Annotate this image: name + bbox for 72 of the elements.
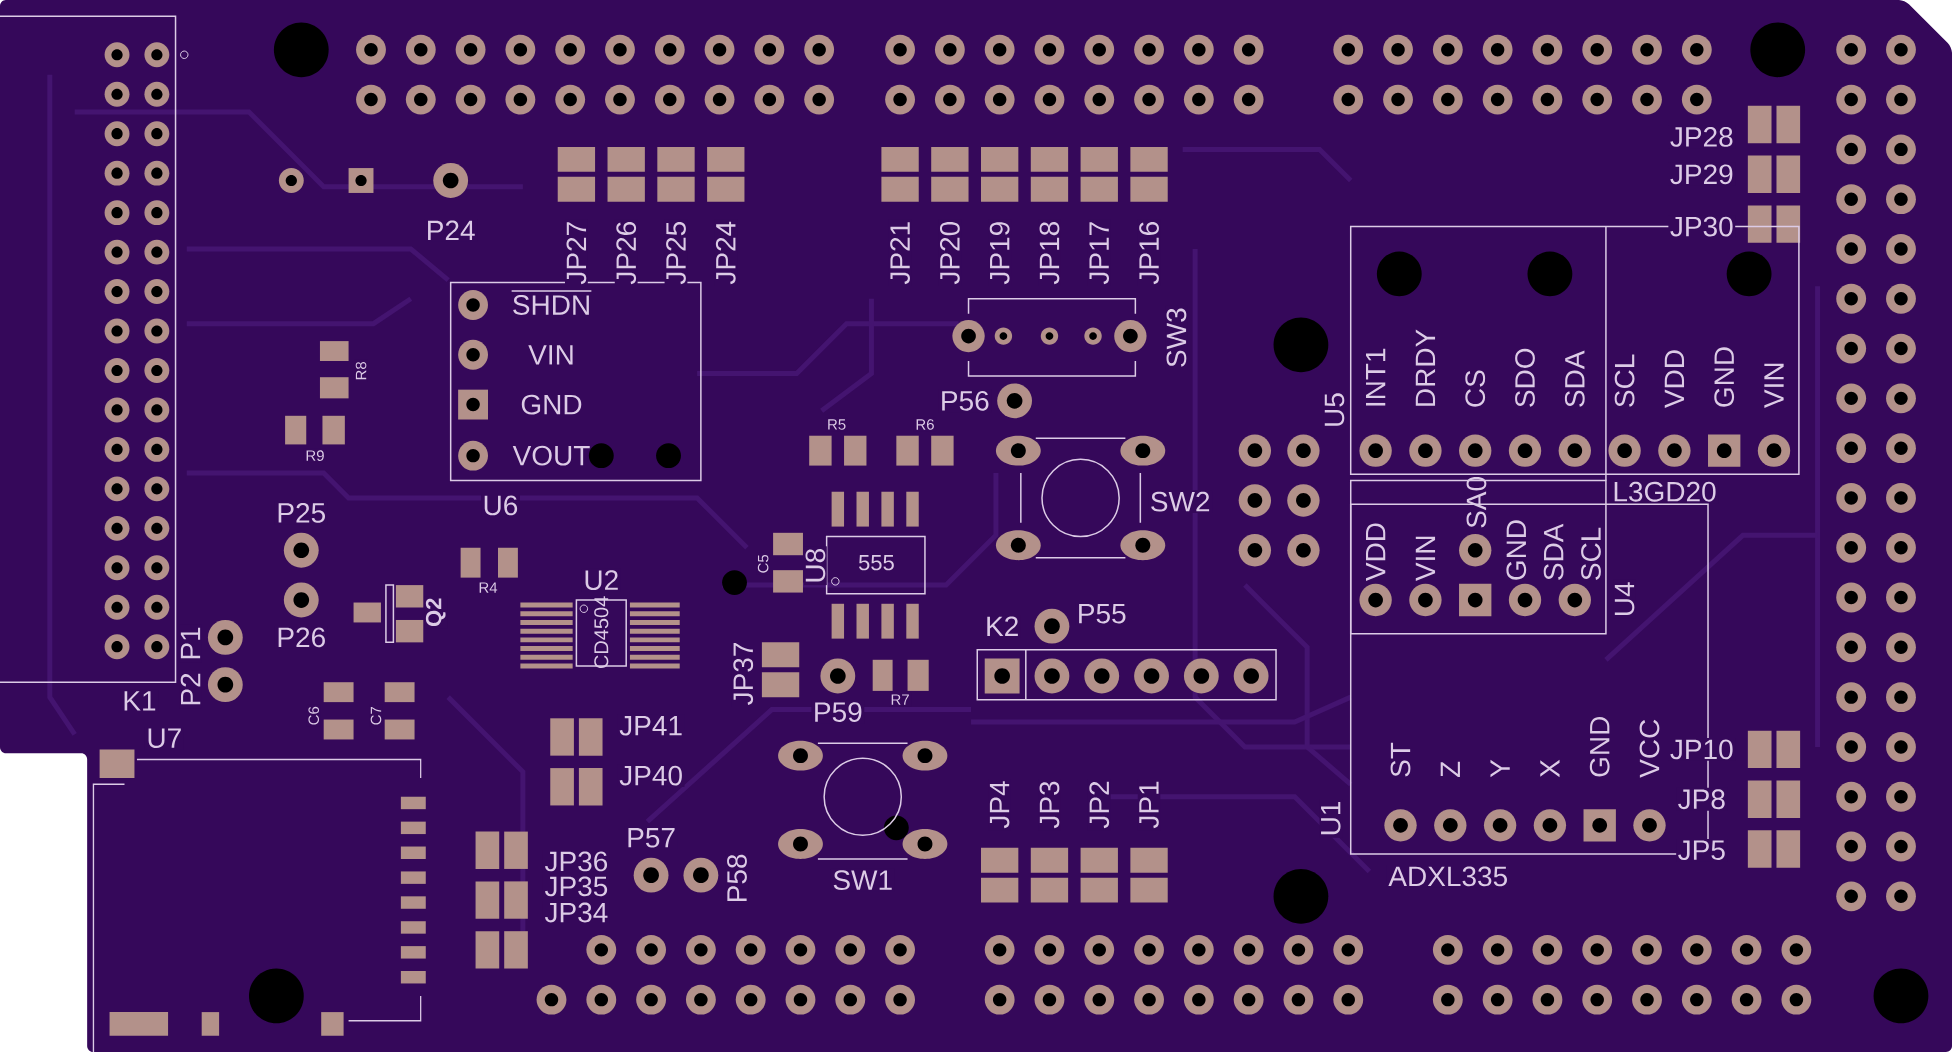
silkscreen-label: JP19 bbox=[988, 219, 1012, 287]
silkscreen-label: JP21 bbox=[888, 219, 912, 287]
pin-label: VDD bbox=[1366, 523, 1386, 582]
silkscreen-label: P24 bbox=[424, 219, 478, 242]
silkscreen-label: JP36 bbox=[543, 850, 610, 873]
pin-label: SCL bbox=[1581, 527, 1601, 580]
component-label: ADXL335 bbox=[1386, 865, 1510, 888]
component-label: U6 bbox=[481, 494, 520, 517]
silkscreen-label: JP16 bbox=[1137, 219, 1161, 287]
silkscreen-label: R7 bbox=[889, 693, 912, 707]
component-label: U8 bbox=[804, 546, 827, 586]
pin-label: GND bbox=[1589, 717, 1610, 777]
pin-label: ST bbox=[1390, 742, 1411, 777]
pin-label: Z bbox=[1440, 761, 1460, 777]
silkscreen-label: JP40 bbox=[617, 764, 685, 787]
component-label: U4 bbox=[1613, 579, 1636, 619]
pin-label: CS bbox=[1465, 370, 1486, 407]
silkscreen-label: P59 bbox=[811, 700, 865, 724]
pin-label: SCL bbox=[1614, 354, 1635, 407]
pin-label: VDD bbox=[1664, 350, 1685, 409]
pin-label: SDO bbox=[1515, 348, 1535, 407]
pin-label: VIN bbox=[1415, 536, 1436, 582]
pin-label: VIN bbox=[1764, 363, 1784, 409]
silkscreen-label: JP24 bbox=[714, 219, 738, 287]
silkscreen-label: P1 bbox=[179, 624, 202, 663]
silkscreen-label: JP3 bbox=[1038, 778, 1061, 831]
pin-label: SA0 bbox=[1466, 477, 1487, 528]
pin-label: SHDN bbox=[510, 290, 593, 315]
silkscreen-label: P26 bbox=[274, 626, 328, 649]
pin-label: 555 bbox=[858, 555, 894, 571]
component-label: U1 bbox=[1319, 799, 1343, 838]
silkscreen-label: JP30 bbox=[1668, 215, 1736, 238]
pin-label: Y bbox=[1490, 759, 1510, 778]
pin-label: GND bbox=[1506, 520, 1527, 580]
silkscreen-label: P56 bbox=[938, 389, 992, 413]
silkscreen-label: JP28 bbox=[1668, 125, 1736, 149]
silkscreen-label: JP26 bbox=[614, 219, 638, 287]
silkscreen-label: JP20 bbox=[938, 219, 962, 287]
silkscreen-label: JP37 bbox=[731, 640, 755, 707]
component-label: U5 bbox=[1323, 390, 1346, 430]
pin-label: SDA bbox=[1543, 523, 1564, 580]
pin-label: DRDY bbox=[1415, 329, 1436, 406]
silkscreen-label: SW3 bbox=[1165, 305, 1188, 370]
silkscreen-label: JP18 bbox=[1038, 219, 1061, 287]
component-label: L3GD20 bbox=[1610, 480, 1719, 504]
silkscreen-label: JP8 bbox=[1676, 787, 1728, 811]
silkscreen-label: C7 bbox=[369, 704, 383, 727]
silkscreen-label: C5 bbox=[756, 552, 770, 575]
silkscreen-label: JP25 bbox=[664, 219, 688, 287]
pin-label: VIN bbox=[528, 345, 573, 365]
silkscreen-label: R8 bbox=[354, 359, 368, 382]
silkscreen-label: JP27 bbox=[565, 219, 588, 287]
silkscreen-label: JP4 bbox=[988, 778, 1011, 831]
pin-label: GND bbox=[521, 394, 582, 415]
silkscreen-label: JP10 bbox=[1668, 738, 1736, 761]
pin-label: INT1 bbox=[1366, 348, 1386, 406]
silkscreen-label: JP17 bbox=[1088, 219, 1111, 287]
pin-label: GND bbox=[1714, 347, 1735, 407]
pin-label: VCC bbox=[1639, 719, 1660, 778]
silkscreen-label: Q2 bbox=[424, 596, 448, 629]
silkscreen-label: P25 bbox=[274, 501, 328, 525]
silkscreen-label: JP29 bbox=[1668, 162, 1736, 186]
silkscreen-label: P55 bbox=[1075, 602, 1129, 626]
pin-label: X bbox=[1540, 759, 1560, 778]
silkscreen-label: JP34 bbox=[543, 901, 610, 924]
silkscreen-label: JP5 bbox=[1676, 839, 1728, 862]
silkscreen-label: P58 bbox=[725, 852, 749, 905]
pin-label: SDA bbox=[1564, 350, 1585, 407]
pin-label: CD4504 bbox=[594, 596, 609, 669]
silkscreen-label: SW2 bbox=[1148, 490, 1212, 514]
pin-label: VOUT bbox=[512, 445, 590, 466]
silkscreen-label: P2 bbox=[179, 670, 202, 709]
